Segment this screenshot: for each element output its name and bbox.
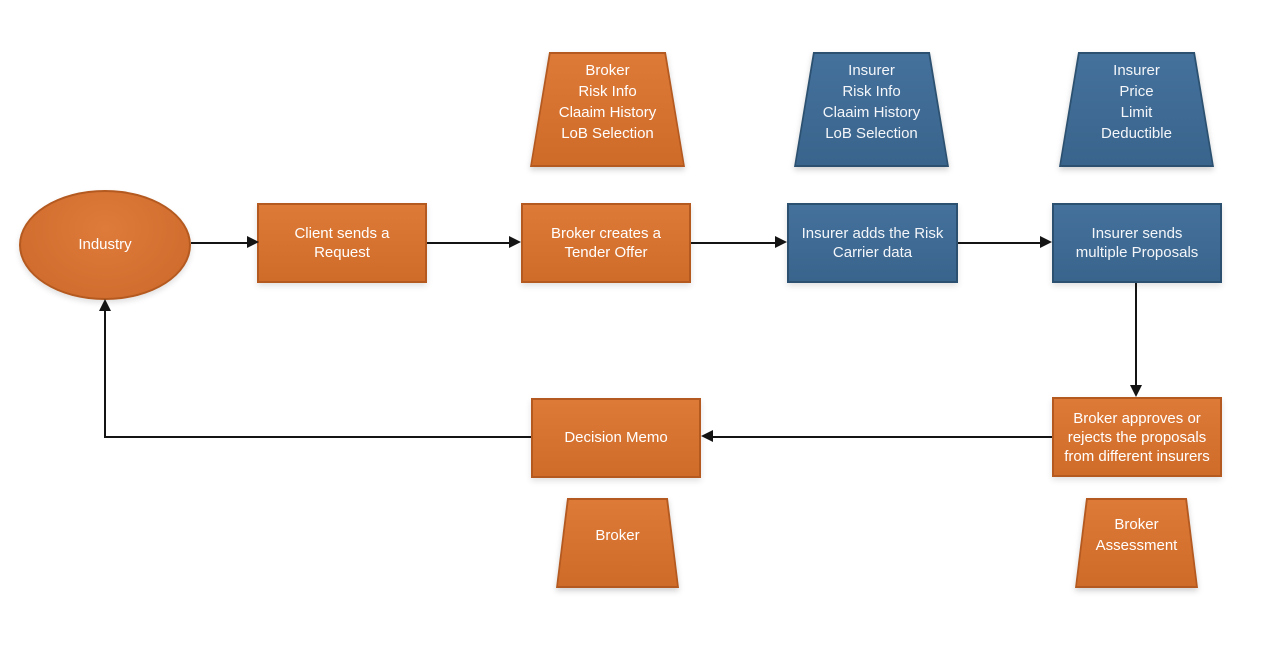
trapezoid-line: Broker (1114, 516, 1159, 533)
broker-decision-box: Broker approves or rejects the proposals… (1052, 397, 1222, 477)
arrowhead-left-icon (701, 430, 713, 442)
insurer-inputs-trapezoid: Insurer Risk Info Claaim History LoB Sel… (794, 52, 949, 167)
arrowhead-up-icon (99, 299, 111, 311)
broker-doc-trapezoid: Broker (556, 498, 679, 588)
arrow-memo-to-industry-horizontal (104, 436, 531, 438)
industry-ellipse: Industry (19, 190, 191, 300)
insurer-proposals-box: Insurer sends multiple Proposals (1052, 203, 1222, 283)
trapezoid-line: Price (1119, 82, 1154, 100)
trapezoid-line: Broker (595, 526, 640, 544)
arrowhead-right-icon (1040, 236, 1052, 248)
arrow-broker-to-insurer (691, 242, 775, 244)
trapezoid-line: Assessment (1095, 537, 1178, 554)
trapezoid-line: Claaim History (822, 103, 921, 121)
trapezoid-line: Claaim History (558, 103, 657, 121)
trapezoid-line: Limit (1120, 103, 1153, 121)
trapezoid-line: Insurer (848, 61, 895, 79)
arrowhead-down-icon (1130, 385, 1142, 397)
arrowhead-right-icon (509, 236, 521, 248)
trapezoid-line: Risk Info (578, 82, 637, 100)
node-label: Insurer adds the Risk Carrier data (801, 224, 944, 262)
trapezoid-line: LoB Selection (825, 124, 918, 142)
arrowhead-right-icon (775, 236, 787, 248)
trapezoid-line: Risk Info (842, 82, 901, 100)
node-label: Insurer sends multiple Proposals (1075, 224, 1199, 262)
node-label: Broker approves or rejects the proposals… (1064, 409, 1210, 465)
arrow-proposals-to-decision (1135, 283, 1137, 386)
arrow-insurer-to-proposals (958, 242, 1040, 244)
broker-assessment-trapezoid: Broker Assessment (1075, 498, 1198, 588)
trapezoid-line: LoB Selection (561, 124, 654, 142)
arrow-memo-to-industry-vertical (104, 311, 106, 438)
arrowhead-right-icon (247, 236, 259, 248)
trapezoid-line: Broker (585, 61, 630, 79)
broker-tender-box: Broker creates a Tender Offer (521, 203, 691, 283)
arrow-client-to-broker (427, 242, 509, 244)
trapezoid-line: Insurer (1113, 61, 1160, 79)
arrow-decision-to-memo (713, 436, 1052, 438)
decision-memo-box: Decision Memo (531, 398, 701, 478)
node-label: Industry (78, 236, 132, 254)
broker-inputs-trapezoid: Broker Risk Info Claaim History LoB Sele… (530, 52, 685, 167)
arrow-industry-to-client (191, 242, 247, 244)
insurer-risk-carrier-box: Insurer adds the Risk Carrier data (787, 203, 958, 283)
node-label: Client sends a Request (294, 224, 390, 262)
trapezoid-line: Deductible (1101, 124, 1172, 142)
client-request-box: Client sends a Request (257, 203, 427, 283)
node-label: Decision Memo (564, 429, 668, 447)
node-label: Broker creates a Tender Offer (550, 224, 662, 262)
insurer-terms-trapezoid: Insurer Price Limit Deductible (1059, 52, 1214, 167)
